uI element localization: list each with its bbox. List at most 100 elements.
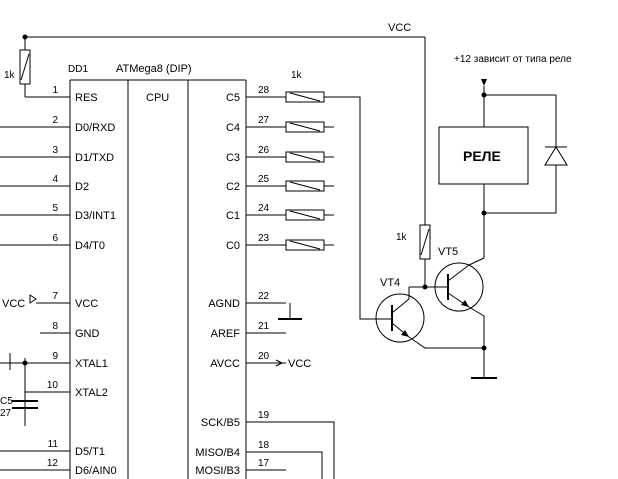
avcc-arrow: VCC [275, 358, 311, 370]
pin-number: 1 [52, 85, 58, 96]
atmega8-chip: DD1 ATMega8 (DIP) CPU [68, 63, 247, 479]
avcc-vcc-label: VCC [288, 358, 311, 370]
supply-note: +12 зависит от типа реле [454, 54, 572, 65]
chip-name: ATMega8 (DIP) [116, 63, 192, 75]
pin-label: MISO/B4 [195, 447, 240, 459]
c-resistor-4 [285, 209, 334, 221]
vcc-left-label: VCC [2, 298, 25, 310]
pin-label: SCK/B5 [201, 417, 240, 429]
pin-number: 24 [258, 203, 270, 214]
pin-label: C1 [226, 210, 240, 222]
pin-label: XTAL2 [75, 387, 108, 399]
vt5-resistor-value: 1k [396, 232, 408, 243]
pin-number: 7 [52, 291, 58, 302]
right-pin-group: 28C527C426C325C224C123C022AGND21AREF20AV… [195, 85, 286, 477]
pin-label: C4 [226, 122, 240, 134]
pin-number: 11 [48, 439, 59, 450]
pin-label: RES [75, 92, 98, 104]
pin-label: MOSI/B3 [195, 465, 240, 477]
pin-label: D0/RXD [75, 122, 115, 134]
agnd-ground [278, 303, 302, 320]
pin-label: GND [75, 328, 100, 340]
pin-number: 8 [52, 321, 58, 332]
chip-ref: DD1 [68, 64, 88, 75]
pin-number: 19 [258, 410, 270, 421]
pin-label: C2 [226, 181, 240, 193]
pin-number: 25 [258, 174, 270, 185]
c-resistor-0 [285, 91, 325, 103]
c-resistor-3 [285, 180, 334, 192]
cpu-label: CPU [146, 92, 169, 104]
vt4-label: VT4 [380, 277, 400, 289]
pin-label: D2 [75, 181, 89, 193]
pin-label: D3/INT1 [75, 210, 116, 222]
vt5-base-resistor: 1k [396, 37, 431, 290]
pin-number: 22 [258, 291, 270, 302]
pin-label: AVCC [210, 358, 240, 370]
vt5-label: VT5 [438, 246, 458, 258]
vt5-transistor: VT5 [434, 246, 497, 379]
pin-4: 4D2 [0, 174, 89, 193]
pin-number: 26 [258, 145, 270, 156]
pin-number: 5 [52, 203, 58, 214]
cap-value: 27 [0, 408, 12, 419]
pin-label: XTAL1 [75, 358, 108, 370]
vcc-rail: VCC [22, 22, 425, 40]
spi-lines [246, 421, 335, 479]
c-resistor-1 [285, 121, 334, 133]
reset-resistor-value: 1k [4, 70, 16, 81]
pin-label: AGND [208, 298, 240, 310]
pin-number: 23 [258, 233, 270, 244]
pin-number: 3 [52, 145, 58, 156]
pin-number: 20 [258, 351, 270, 362]
pin-label: D5/T1 [75, 446, 105, 458]
pin-number: 27 [258, 115, 270, 126]
pin-6: 6D4/T0 [0, 233, 105, 252]
pin-number: 9 [52, 351, 58, 362]
pin-label: C3 [226, 152, 240, 164]
crystal-capacitor: C5 27 [0, 353, 38, 426]
pin-label: D4/T0 [75, 240, 105, 252]
pin-number: 28 [258, 85, 270, 96]
pin-number: 18 [258, 440, 270, 451]
pin-label: C5 [226, 92, 240, 104]
left-pin-group: 1RES2D0/RXD3D1/TXD4D25D3/INT16D4/T07VCC8… [0, 85, 117, 477]
pin-number: 12 [47, 458, 59, 469]
pin-number: 6 [52, 233, 58, 244]
pin-label: C0 [226, 240, 240, 252]
vt4-transistor: VT4 [375, 277, 487, 351]
pin-label: D1/TXD [75, 152, 114, 164]
pin-number: 10 [47, 380, 59, 391]
pin-2: 2D0/RXD [0, 115, 115, 134]
cap-ref: C5 [0, 396, 13, 407]
pin-label: AREF [211, 328, 241, 340]
pin-number: 2 [52, 115, 58, 126]
reset-pullup-resistor: 1k [4, 37, 70, 98]
pin-number: 4 [52, 174, 58, 185]
relay-circuit: РЕЛЕ +12 зависит от типа реле [438, 54, 572, 258]
c-resistor-2 [285, 151, 334, 163]
c-resistor-value: 1k [291, 70, 303, 81]
pin-3: 3D1/TXD [0, 145, 114, 164]
pin-number: 17 [258, 458, 270, 469]
vcc-top-label: VCC [388, 22, 411, 34]
pin-label: D6/AIN0 [75, 465, 117, 477]
